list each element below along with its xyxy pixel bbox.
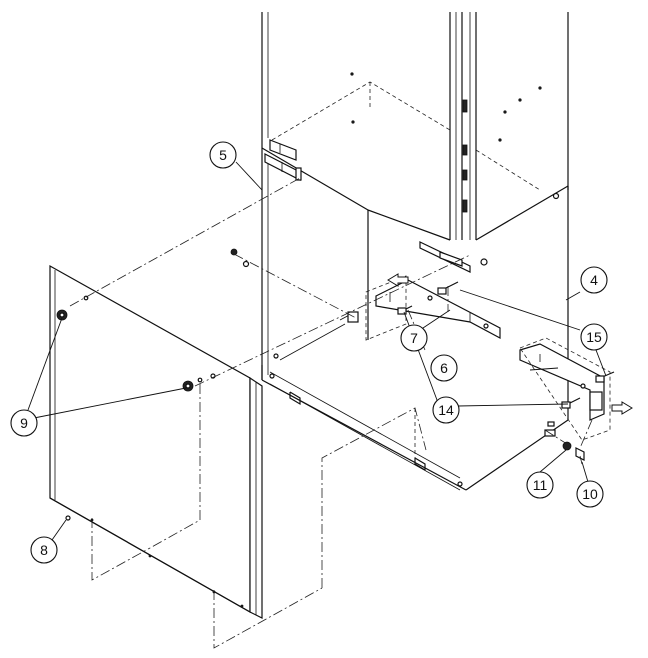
callout-7: 7 <box>400 324 428 352</box>
callout-14-label: 14 <box>438 402 454 418</box>
screws <box>397 281 615 409</box>
callout-9: 9 <box>10 409 38 437</box>
callout-10-label: 10 <box>582 486 598 502</box>
callout-5: 5 <box>209 141 237 169</box>
callout-10: 10 <box>576 480 604 508</box>
assembly-lines <box>69 177 593 649</box>
callout-4: 4 <box>580 266 608 294</box>
callout-8: 8 <box>30 536 58 564</box>
callout-4-label: 4 <box>590 272 598 288</box>
callout-11-label: 11 <box>533 477 548 493</box>
leader-lines <box>27 161 607 541</box>
callout-8-label: 8 <box>40 542 48 558</box>
front-panel <box>49 264 263 619</box>
bracket-right <box>519 337 611 441</box>
callout-9-label: 9 <box>20 415 28 431</box>
callout-11: 11 <box>526 471 554 499</box>
callout-15-label: 15 <box>586 329 602 345</box>
callout-15: 15 <box>580 323 608 351</box>
callout-6-label: 6 <box>440 360 448 376</box>
cabinet-lower-frame <box>261 147 569 491</box>
bolts <box>56 248 250 392</box>
callout-5-label: 5 <box>219 147 227 163</box>
callout-6: 6 <box>430 354 458 382</box>
direction-arrows <box>387 273 633 415</box>
callout-7-label: 7 <box>410 330 418 346</box>
nuts <box>562 441 585 465</box>
callout-14: 14 <box>432 396 460 424</box>
cabinet-upper <box>261 12 569 241</box>
bracket-left <box>365 275 501 341</box>
